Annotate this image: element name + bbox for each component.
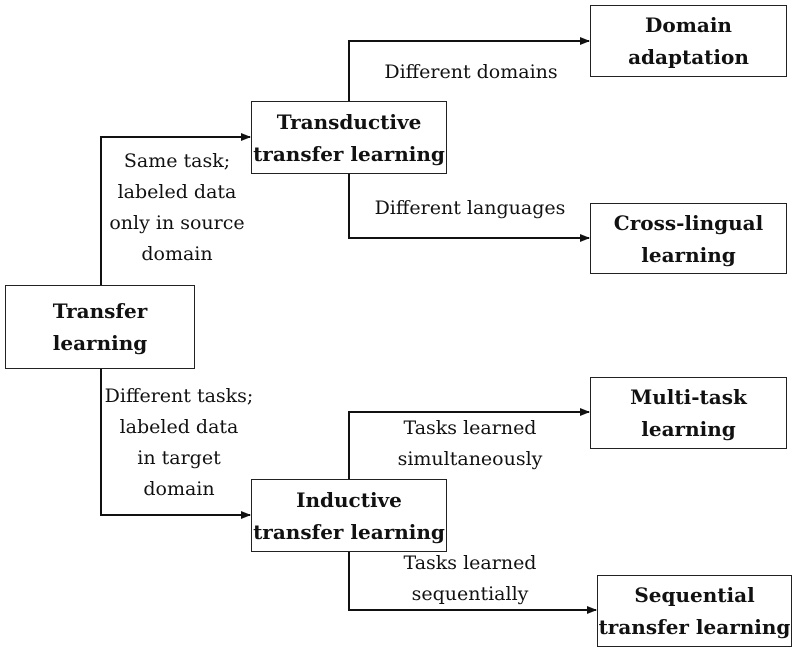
edge-inductive-to-sequential [348,552,597,614]
node-label-line: transfer learning [253,141,445,166]
edge-label-to-cross-lingual: Different languages [360,193,580,224]
node-label-line: Transductive [276,109,422,134]
node-domain-adaptation: Domain adaptation [590,5,787,77]
edge-label-line: labeled data [117,181,237,203]
node-multi-task-learning: Multi-task learning [590,377,787,449]
edge-label-line: Different tasks; [104,385,254,407]
edge-label-line: labeled data [119,416,239,438]
node-label-line: Transfer [52,299,148,323]
edge-transfer-to-inductive [100,369,251,519]
node-label-line: Multi-task [630,385,747,409]
node-label-line: learning [641,242,736,267]
node-label-line: transfer learning [598,615,791,639]
node-label-line: transfer learning [253,519,445,544]
edge-label-line: only in source [109,212,245,234]
node-label-line: Cross-lingual [613,210,764,235]
node-label-line: learning [52,331,148,355]
node-label-line: Inductive [296,487,402,512]
edge-label-line: Tasks learned [403,552,537,574]
node-label-line: Sequential [634,583,755,607]
node-label-line: adaptation [628,45,749,69]
edge-transductive-to-domain-adaptation [348,37,590,101]
edge-label-to-domain-adaptation: Different domains [366,57,576,88]
node-label-line: Domain [645,13,732,37]
edge-label-line: domain [141,243,213,265]
edge-label-to-sequential: Tasks learned sequentially [376,548,564,610]
edge-transductive-to-cross-lingual [348,174,590,242]
edge-label-to-transductive: Same task; labeled data only in source d… [101,146,253,270]
edge-label-line: Tasks learned [403,417,537,439]
edge-label-line: in target [137,447,221,469]
edge-label-line: Different domains [384,61,558,83]
edge-label-line: domain [143,478,215,500]
node-transductive-transfer-learning: Transductive transfer learning [251,101,447,174]
edge-label-to-inductive: Different tasks; labeled data in target … [98,381,260,505]
node-cross-lingual-learning: Cross-lingual learning [590,203,787,274]
edge-label-line: Same task; [123,150,231,172]
edge-label-line: sequentially [411,583,529,605]
edge-label-to-multi-task: Tasks learned simultaneously [376,413,564,475]
node-label-line: learning [641,417,736,441]
edge-inductive-to-multi-task [348,408,590,479]
node-inductive-transfer-learning: Inductive transfer learning [251,479,447,552]
edge-label-line: Different languages [374,197,566,219]
edge-transfer-to-transductive [100,133,251,285]
node-transfer-learning: Transfer learning [5,285,195,369]
edge-label-line: simultaneously [397,448,543,470]
node-sequential-transfer-learning: Sequential transfer learning [597,575,792,647]
